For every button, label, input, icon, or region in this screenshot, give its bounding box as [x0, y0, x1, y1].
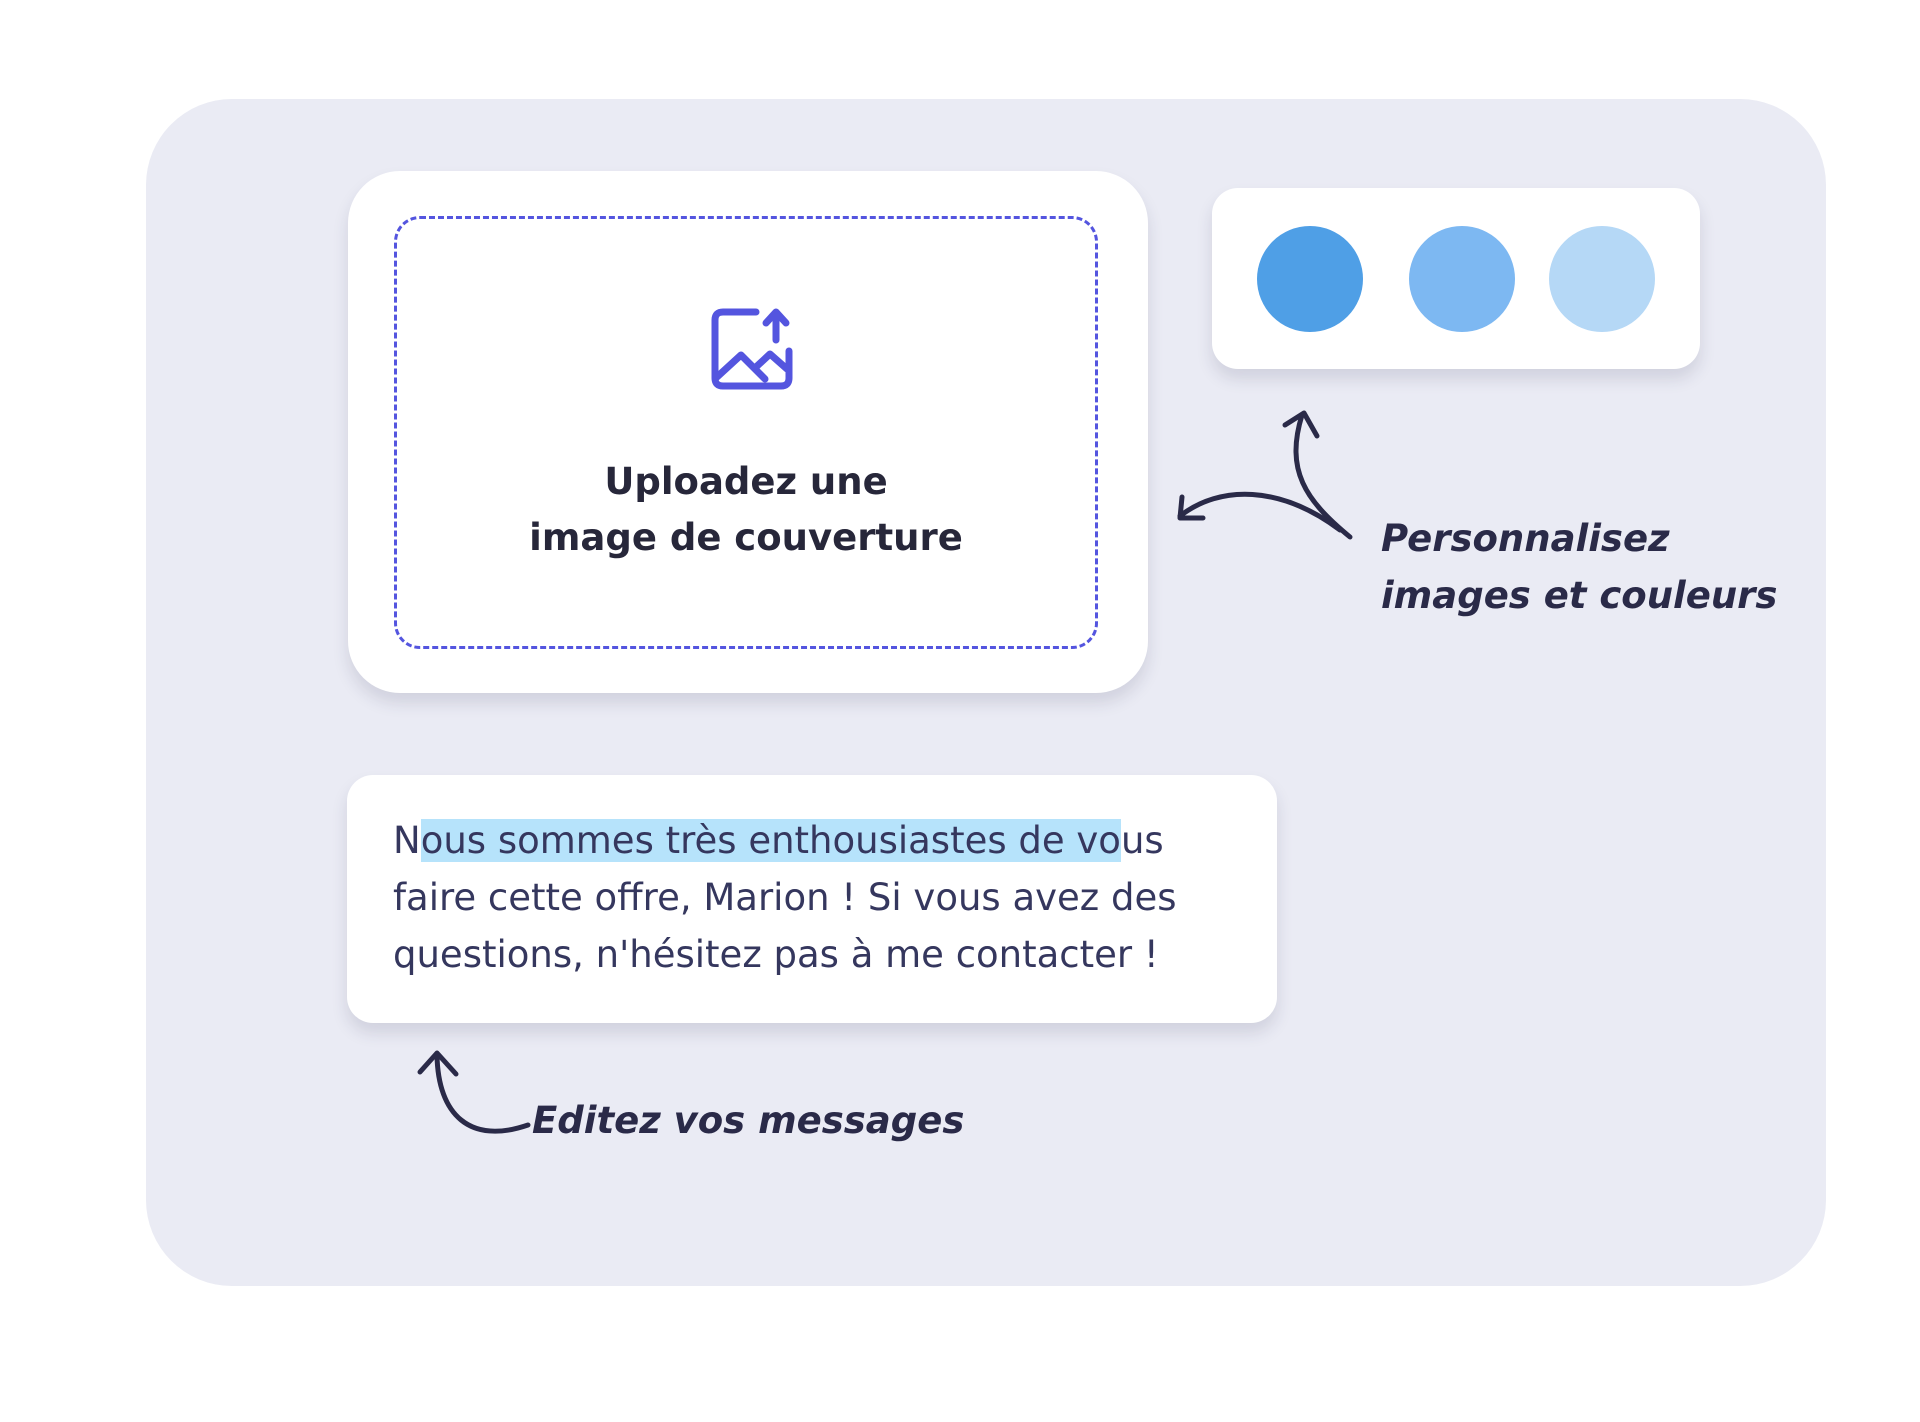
colors-arrow-head — [1282, 410, 1320, 439]
message-arrow-head — [417, 1050, 459, 1077]
image-upload-icon — [711, 308, 793, 390]
message-editor[interactable]: Nous sommes très enthousiastes de vous f… — [393, 812, 1238, 983]
upload-line-2: image de couverture — [529, 516, 963, 559]
cover-image-dropzone[interactable]: Uploadez une image de couverture — [394, 216, 1098, 649]
upload-line-1: Uploadez une — [604, 460, 888, 503]
customize-annotation: Personnalisez images et couleurs — [1381, 510, 1777, 624]
color-swatch-medium-blue[interactable] — [1409, 226, 1515, 332]
color-swatch-light-blue[interactable] — [1549, 226, 1655, 332]
image-arrow-head — [1177, 494, 1206, 521]
customize-annotation-line-2: images et couleurs — [1381, 574, 1778, 617]
color-palette-card — [1212, 188, 1700, 369]
selected-text: ous sommes très enthousiastes de vo — [420, 819, 1121, 862]
message-card: Nous sommes très enthousiastes de vous f… — [347, 775, 1277, 1023]
curved-arrow-to-message — [434, 1052, 531, 1134]
cover-image-card: Uploadez une image de couverture — [348, 171, 1148, 693]
upload-instructions: Uploadez une image de couverture — [397, 454, 1095, 566]
message-text-start: N — [393, 819, 421, 862]
color-swatch-dark-blue[interactable] — [1257, 226, 1363, 332]
curved-arrow-to-image — [1177, 491, 1343, 533]
customize-annotation-line-1: Personnalisez — [1381, 517, 1670, 560]
message-text-end: us faire cette offre, Marion ! Si vous a… — [393, 819, 1177, 976]
edit-messages-annotation: Editez vos messages — [532, 1099, 965, 1142]
